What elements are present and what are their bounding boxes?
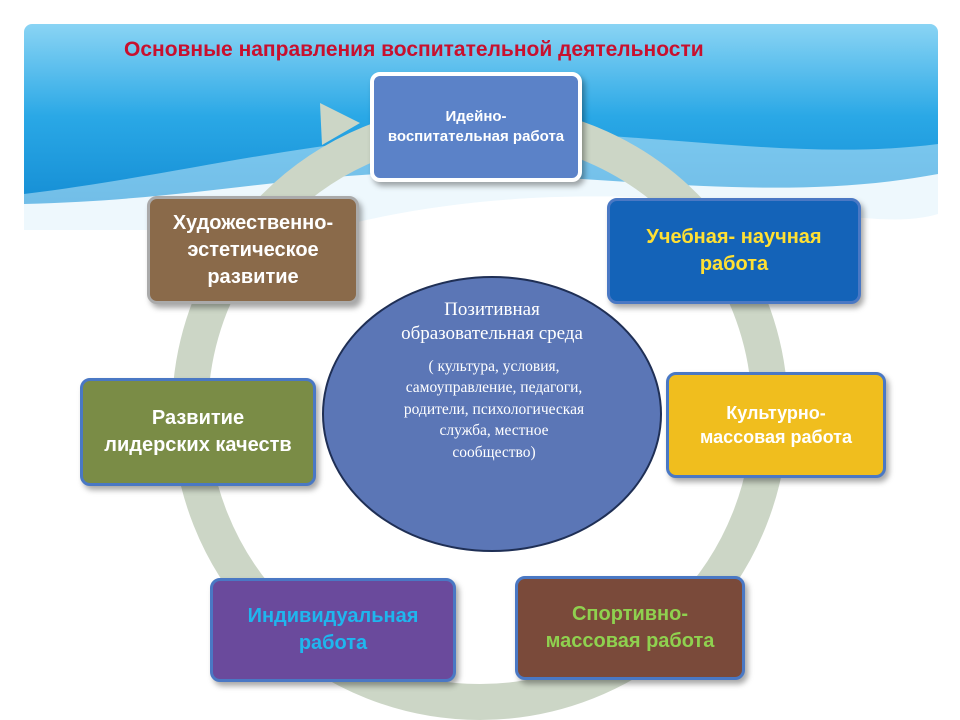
direction-leadership-development-label: Развитие лидерских качеств [104,407,292,456]
center-environment-ellipse: Позитивная образовательная среда ( культ… [322,276,662,552]
direction-academic-research-box: Учебная- научная работа [607,198,861,304]
center-title: Позитивная образовательная среда [401,299,583,345]
direction-academic-research-label: Учебная- научная работа [646,226,822,275]
direction-cultural-mass-work-box: Культурно- массовая работа [666,372,886,478]
direction-sports-mass-work-box: Спортивно- массовая работа [515,576,745,680]
direction-ideological-education-label: Идейно- воспитательная работа [387,107,565,145]
center-description: ( культура, условия, самоуправление, пед… [403,358,585,461]
direction-cultural-mass-work-label: Культурно- массовая работа [700,402,852,447]
direction-individual-work-label: Индивидуальная работа [247,605,419,654]
direction-artistic-aesthetic-box: Художественно- эстетическое развитие [147,196,359,304]
direction-ideological-education-box: Идейно- воспитательная работа [370,72,582,182]
direction-sports-mass-work-label: Спортивно- массовая работа [545,603,715,652]
direction-artistic-aesthetic-label: Художественно- эстетическое развитие [172,211,334,288]
direction-individual-work-box: Индивидуальная работа [210,578,456,682]
page-title: Основные направления воспитательной деят… [124,38,704,61]
direction-leadership-development-box: Развитие лидерских качеств [80,378,316,486]
